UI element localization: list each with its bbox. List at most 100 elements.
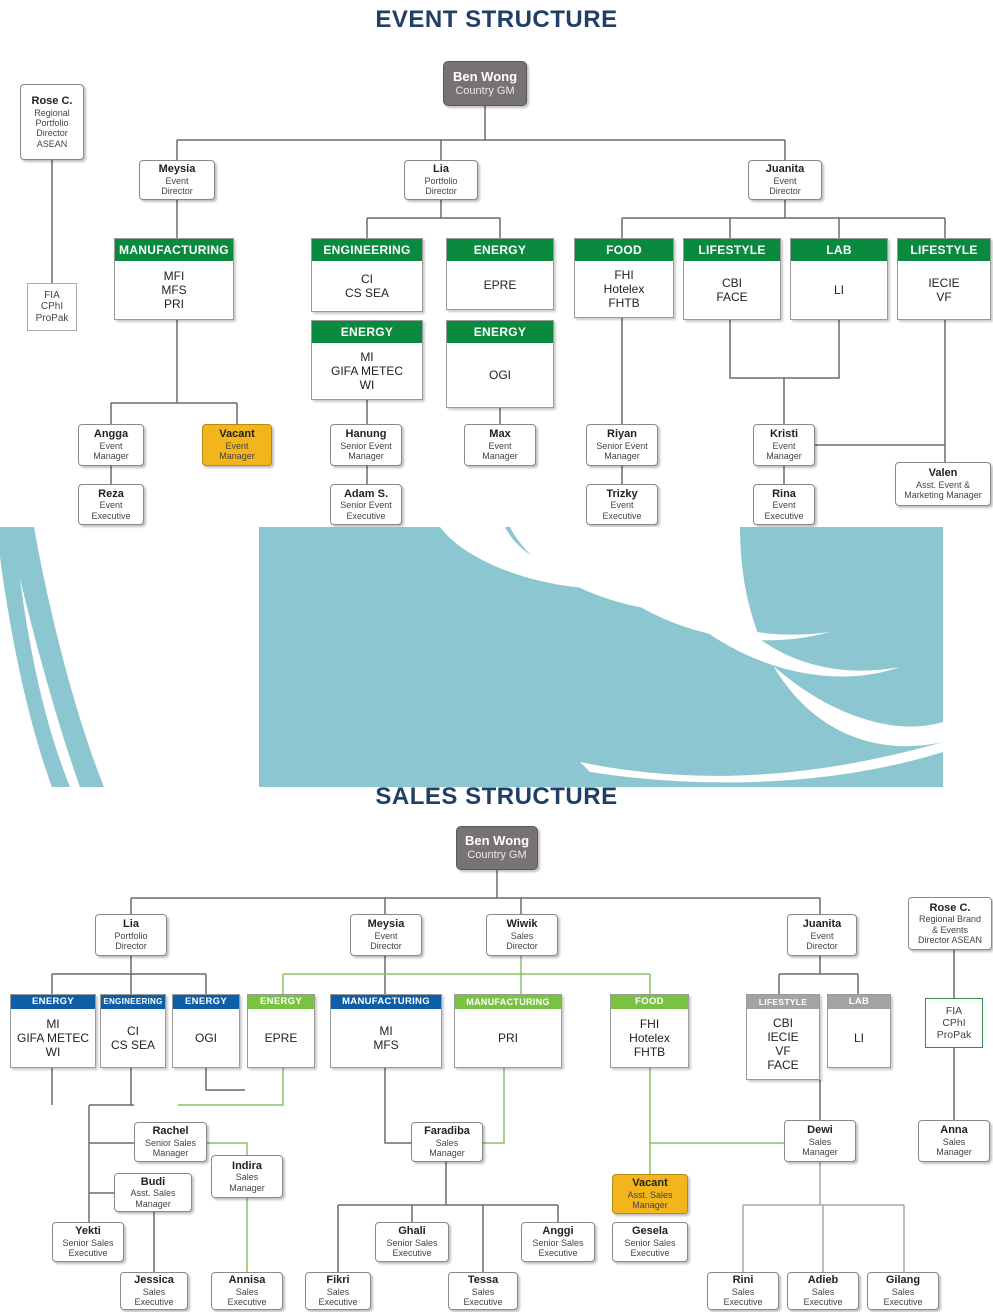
event-rose-name: Rose C. bbox=[31, 94, 73, 107]
event-trizky-box[interactable]: Trizky Event Executive bbox=[586, 484, 658, 525]
sales-juanita-box[interactable]: Juanita Event Director bbox=[787, 914, 857, 956]
event-food-section[interactable]: FOOD FHI Hotelex FHTB bbox=[574, 238, 674, 318]
sales-vacant-box[interactable]: Vacant Asst. Sales Manager bbox=[612, 1174, 688, 1214]
event-energy-epre-section[interactable]: ENERGY EPRE bbox=[446, 238, 554, 310]
decorative-band bbox=[0, 527, 993, 787]
sales-ghali-box[interactable]: Ghali Senior Sales Executive bbox=[375, 1222, 449, 1262]
event-rose-box[interactable]: Rose C. Regional Portfolio Director ASEA… bbox=[20, 84, 84, 160]
event-adam-box[interactable]: Adam S. Senior Event Executive bbox=[330, 484, 402, 525]
event-riyan-box[interactable]: Riyan Senior Event Manager bbox=[586, 424, 658, 466]
event-max-box[interactable]: Max Event Manager bbox=[464, 424, 536, 466]
sales-tessa-role: Sales Executive bbox=[463, 1286, 503, 1308]
sales-rose-box[interactable]: Rose C. Regional Brand & Events Director… bbox=[908, 897, 992, 950]
sales-annisa-box[interactable]: Annisa Sales Executive bbox=[211, 1272, 283, 1310]
sales-lifestyle-section[interactable]: LIFESTYLE CBI IECIE VF FACE bbox=[746, 994, 820, 1080]
sales-faradiba-box[interactable]: Faradiba Sales Manager bbox=[411, 1122, 483, 1162]
sales-indira-box[interactable]: Indira Sales Manager bbox=[211, 1155, 283, 1198]
sales-energy-mi-section[interactable]: ENERGY MI GIFA METEC WI bbox=[10, 994, 96, 1068]
event-energy-mi-header: ENERGY bbox=[312, 321, 422, 343]
sales-lab-section[interactable]: LAB LI bbox=[827, 994, 891, 1068]
event-hanung-box[interactable]: Hanung Senior Event Manager bbox=[330, 424, 402, 466]
event-juanita-box[interactable]: Juanita Event Director bbox=[748, 160, 822, 200]
sales-anggi-role: Senior Sales Executive bbox=[532, 1237, 584, 1259]
sales-rose-events-box[interactable]: FIA CPhI ProPak bbox=[925, 998, 983, 1048]
sales-energy-ogi-section[interactable]: ENERGY OGI bbox=[172, 994, 240, 1068]
sales-anna-box[interactable]: Anna Sales Manager bbox=[918, 1120, 990, 1162]
sales-rachel-role: Senior Sales Manager bbox=[144, 1137, 197, 1159]
event-angga-box[interactable]: Angga Event Manager bbox=[78, 424, 144, 466]
event-rose-events-box[interactable]: FIA CPhI ProPak bbox=[27, 283, 77, 331]
sales-energy-epre-events: EPRE bbox=[264, 1030, 298, 1045]
event-lia-box[interactable]: Lia Portfolio Director bbox=[404, 160, 478, 200]
sales-anggi-box[interactable]: Anggi Senior Sales Executive bbox=[521, 1222, 595, 1262]
event-max-role: Event Manager bbox=[482, 440, 518, 462]
sales-yekti-name: Yekti bbox=[75, 1225, 101, 1238]
event-hanung-name: Hanung bbox=[345, 428, 387, 441]
sales-tessa-name: Tessa bbox=[467, 1274, 499, 1287]
sales-budi-box[interactable]: Budi Asst. Sales Manager bbox=[114, 1173, 192, 1212]
sales-gesela-box[interactable]: Gesela Senior Sales Executive bbox=[612, 1222, 688, 1262]
event-energy-ogi-header: ENERGY bbox=[447, 321, 553, 343]
event-meysia-box[interactable]: Meysia Event Director bbox=[139, 160, 215, 200]
sales-indira-role: Sales Manager bbox=[229, 1172, 265, 1193]
event-lia-role: Portfolio Director bbox=[424, 175, 458, 197]
sales-gm-box[interactable]: Ben Wong Country GM bbox=[456, 826, 538, 870]
sales-dewi-box[interactable]: Dewi Sales Manager bbox=[784, 1120, 856, 1162]
event-food-events: FHI Hotelex FHTB bbox=[603, 267, 645, 310]
event-rina-role: Event Executive bbox=[764, 500, 804, 521]
event-structure-title: EVENT STRUCTURE bbox=[375, 6, 618, 33]
sales-rini-box[interactable]: Rini Sales Executive bbox=[707, 1272, 779, 1310]
event-adam-name: Adam S. bbox=[343, 487, 388, 500]
event-lifestyle-iecie-section[interactable]: LIFESTYLE IECIE VF bbox=[897, 238, 991, 320]
sales-rose-role: Regional Brand & Events Director ASEAN bbox=[917, 914, 983, 945]
sales-engineering-events: CI CS SEA bbox=[110, 1023, 155, 1052]
sales-yekti-box[interactable]: Yekti Senior Sales Executive bbox=[52, 1222, 124, 1262]
event-meysia-role: Event Director bbox=[161, 175, 193, 197]
sales-energy-epre-section[interactable]: ENERGY EPRE bbox=[247, 994, 315, 1068]
sales-faradiba-name: Faradiba bbox=[424, 1125, 470, 1138]
event-lifestyle-cbi-section[interactable]: LIFESTYLE CBI FACE bbox=[683, 238, 781, 320]
sales-lia-box[interactable]: Lia Portfolio Director bbox=[95, 914, 167, 956]
sales-engineering-section[interactable]: ENGINEERING CI CS SEA bbox=[100, 994, 166, 1068]
sales-food-section[interactable]: FOOD FHI Hotelex FHTB bbox=[610, 994, 689, 1068]
event-energy-ogi-section[interactable]: ENERGY OGI bbox=[446, 320, 554, 408]
event-riyan-role: Senior Event Manager bbox=[596, 440, 648, 462]
sales-meysia-box[interactable]: Meysia Event Director bbox=[350, 914, 422, 956]
sales-gesela-role: Senior Sales Executive bbox=[624, 1237, 676, 1259]
sales-manufacturing-pri-section[interactable]: MANUFACTURING PRI bbox=[454, 994, 562, 1068]
sales-tessa-box[interactable]: Tessa Sales Executive bbox=[448, 1272, 518, 1310]
event-valen-box[interactable]: Valen Asst. Event & Marketing Manager bbox=[895, 462, 991, 506]
event-juanita-role: Event Director bbox=[769, 175, 801, 197]
event-lifestyle-iecie-events: IECIE VF bbox=[928, 275, 960, 304]
event-meysia-name: Meysia bbox=[158, 163, 196, 176]
sales-fikri-box[interactable]: Fikri Sales Executive bbox=[305, 1272, 371, 1310]
sales-lifestyle-events: CBI IECIE VF FACE bbox=[767, 1015, 799, 1072]
sales-manufacturing-pri-events: PRI bbox=[497, 1030, 518, 1045]
event-lab-header: LAB bbox=[791, 239, 887, 261]
event-lab-section[interactable]: LAB LI bbox=[790, 238, 888, 320]
event-kristi-box[interactable]: Kristi Event Manager bbox=[753, 424, 815, 466]
sales-jessica-box[interactable]: Jessica Sales Executive bbox=[120, 1272, 188, 1310]
event-max-name: Max bbox=[489, 428, 511, 441]
sales-gilang-box[interactable]: Gilang Sales Executive bbox=[867, 1272, 939, 1310]
event-angga-name: Angga bbox=[93, 428, 129, 441]
sales-wiwik-box[interactable]: Wiwik Sales Director bbox=[486, 914, 558, 956]
event-reza-box[interactable]: Reza Event Executive bbox=[78, 484, 144, 525]
event-trizky-role: Event Executive bbox=[602, 500, 642, 521]
sales-adieb-box[interactable]: Adieb Sales Executive bbox=[787, 1272, 859, 1310]
sales-lia-name: Lia bbox=[123, 918, 139, 931]
sales-wiwik-name: Wiwik bbox=[506, 918, 538, 931]
sales-yekti-role: Senior Sales Executive bbox=[62, 1237, 114, 1259]
event-manufacturing-section[interactable]: MANUFACTURING MFI MFS PRI bbox=[114, 238, 234, 320]
sales-rachel-box[interactable]: Rachel Senior Sales Manager bbox=[134, 1122, 207, 1162]
sales-lab-events: LI bbox=[853, 1030, 864, 1045]
sales-manufacturing-mi-section[interactable]: MANUFACTURING MI MFS bbox=[330, 994, 442, 1068]
event-rina-box[interactable]: Rina Event Executive bbox=[753, 484, 815, 525]
event-energy-mi-section[interactable]: ENERGY MI GIFA METEC WI bbox=[311, 320, 423, 400]
event-gm-box[interactable]: Ben Wong Country GM bbox=[443, 61, 527, 106]
event-engineering-section[interactable]: ENGINEERING CI CS SEA bbox=[311, 238, 423, 312]
event-vacant-box[interactable]: Vacant Event Manager bbox=[202, 424, 272, 466]
event-gm-role: Country GM bbox=[455, 84, 515, 97]
event-valen-name: Valen bbox=[928, 467, 958, 480]
sales-rose-events: FIA CPhI ProPak bbox=[936, 1004, 972, 1042]
